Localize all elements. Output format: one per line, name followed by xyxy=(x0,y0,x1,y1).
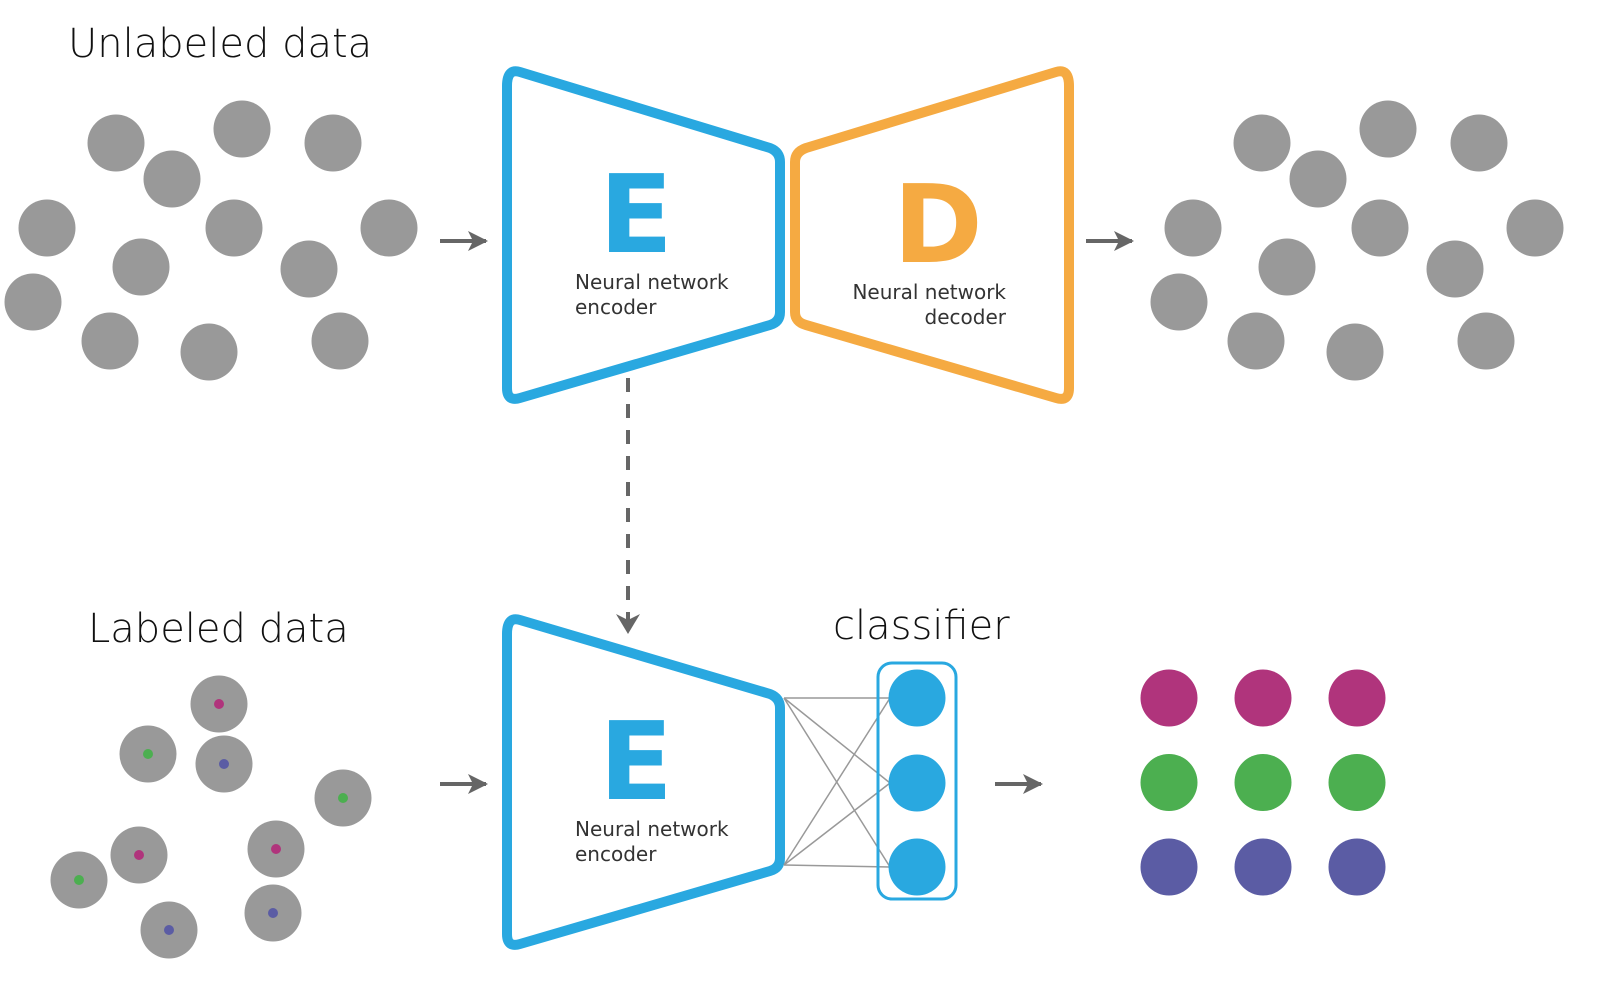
data-point xyxy=(1258,238,1316,296)
data-point xyxy=(87,114,145,172)
data-point xyxy=(1326,323,1384,381)
data-point xyxy=(1359,100,1417,158)
labeled-data-title: Labeled data xyxy=(88,606,349,652)
data-point xyxy=(112,238,170,296)
data-point xyxy=(1450,114,1508,172)
unlabeled-data-title: Unlabeled data xyxy=(68,21,372,67)
decoder: D Neural network decoder xyxy=(790,66,1074,404)
data-point xyxy=(280,240,338,298)
label-dot-green xyxy=(338,793,348,803)
data-point xyxy=(1457,312,1515,370)
unlabeled-data-points xyxy=(4,100,418,381)
connection-line xyxy=(783,697,891,784)
decoder-label-line1: Neural network xyxy=(852,280,1006,304)
connection-line xyxy=(783,782,891,866)
output-point-green xyxy=(1234,754,1292,811)
data-point xyxy=(360,199,418,257)
encoder-top: E Neural network encoder xyxy=(502,66,785,404)
data-point xyxy=(81,312,139,370)
output-class-grid xyxy=(1140,669,1386,896)
data-point xyxy=(1506,199,1564,257)
data-point xyxy=(311,312,369,370)
dashed-arrowhead xyxy=(616,614,640,634)
label-dot-purple xyxy=(268,908,278,918)
label-dot-purple xyxy=(164,925,174,935)
data-point xyxy=(1351,199,1409,257)
output-point-magenta xyxy=(1234,669,1292,727)
output-point-purple xyxy=(1140,838,1198,896)
label-dot-green xyxy=(143,749,153,759)
decoder-label-line2: decoder xyxy=(925,305,1007,329)
classifier-node xyxy=(888,754,946,812)
label-dot-magenta xyxy=(214,699,224,709)
output-point-magenta xyxy=(1140,669,1198,727)
label-dot-purple xyxy=(219,759,229,769)
label-dot-magenta xyxy=(271,844,281,854)
decoder-letter: D xyxy=(893,163,983,288)
encoder-shape xyxy=(502,66,785,404)
output-point-purple xyxy=(1328,838,1386,896)
data-point xyxy=(143,150,201,208)
data-point xyxy=(1164,199,1222,257)
output-point-magenta xyxy=(1328,669,1386,727)
classifier-title: classifier xyxy=(833,603,1010,649)
data-point xyxy=(180,323,238,381)
classifier-nodes xyxy=(888,669,946,896)
label-dot-green xyxy=(74,875,84,885)
reconstructed-data-points xyxy=(1150,100,1564,381)
encoder-bottom-letter: E xyxy=(599,700,673,825)
data-point xyxy=(213,100,271,158)
classifier-connections xyxy=(783,697,891,868)
output-point-green xyxy=(1140,754,1198,811)
data-point xyxy=(1150,273,1208,331)
data-point xyxy=(1233,114,1291,172)
output-point-green xyxy=(1328,754,1386,811)
output-point-purple xyxy=(1234,838,1292,896)
classifier-node xyxy=(888,838,946,896)
data-point xyxy=(304,114,362,172)
encoder-bottom-label-line1: Neural network xyxy=(575,817,729,841)
data-point xyxy=(1289,150,1347,208)
encoder-label-line1: Neural network xyxy=(575,270,729,294)
encoder-bottom: E Neural network encoder xyxy=(502,614,785,950)
encoder-bottom-label-line2: encoder xyxy=(575,842,657,866)
data-point xyxy=(18,199,76,257)
connection-line xyxy=(783,697,891,868)
connection-line xyxy=(783,864,891,868)
encoder-label-line2: encoder xyxy=(575,295,657,319)
decoder-shape xyxy=(790,66,1074,404)
data-point xyxy=(4,273,62,331)
data-point xyxy=(1426,240,1484,298)
data-point xyxy=(205,199,263,257)
label-dot-magenta xyxy=(134,850,144,860)
labeled-data-points xyxy=(50,675,372,959)
classifier-node xyxy=(888,669,946,727)
encoder-letter: E xyxy=(599,153,673,278)
encoder-bottom-shape xyxy=(502,614,785,950)
data-point xyxy=(1227,312,1285,370)
classifier-box xyxy=(876,661,958,901)
